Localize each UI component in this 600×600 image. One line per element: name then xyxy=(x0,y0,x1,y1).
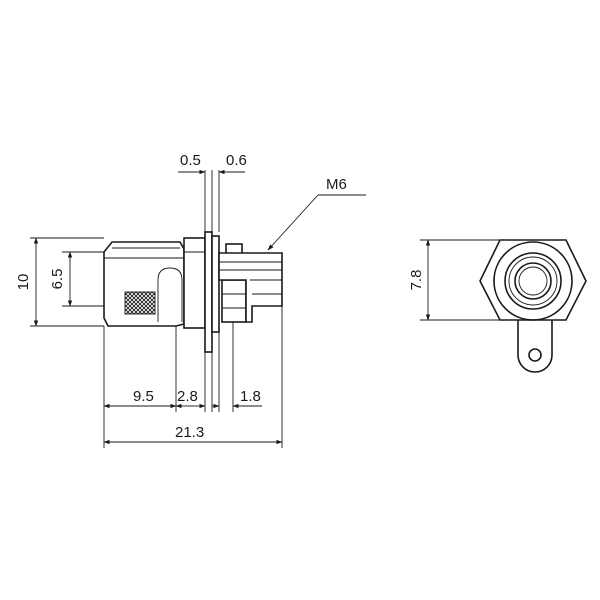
dim-length-total: 21.3 xyxy=(175,424,204,441)
front-view: 7.8 xyxy=(408,239,587,373)
dim-height-total: 10 xyxy=(15,274,32,291)
jack-body xyxy=(103,241,185,327)
dim-length-nut: 1.8 xyxy=(240,388,261,405)
dim-length-body: 9.5 xyxy=(133,388,154,405)
dim-height-body: 6.5 xyxy=(49,269,66,290)
hex-nut xyxy=(221,243,247,323)
dim-washer-gap: 0.6 xyxy=(226,152,247,169)
side-view: 0.5 0.6 M6 10 6.5 9.5 2.8 xyxy=(15,152,366,448)
flange xyxy=(183,237,206,329)
threaded-sleeve xyxy=(218,252,283,323)
knurled-grip xyxy=(124,291,156,315)
dim-pin-thickness: 0.5 xyxy=(180,152,201,169)
dim-length-panel: 2.8 xyxy=(177,388,198,405)
thread-label: M6 xyxy=(326,176,347,193)
washer xyxy=(211,235,220,333)
dim-hex-across-flats: 7.8 xyxy=(408,270,425,291)
panel-plate xyxy=(204,231,213,353)
socket-hole xyxy=(514,262,552,300)
